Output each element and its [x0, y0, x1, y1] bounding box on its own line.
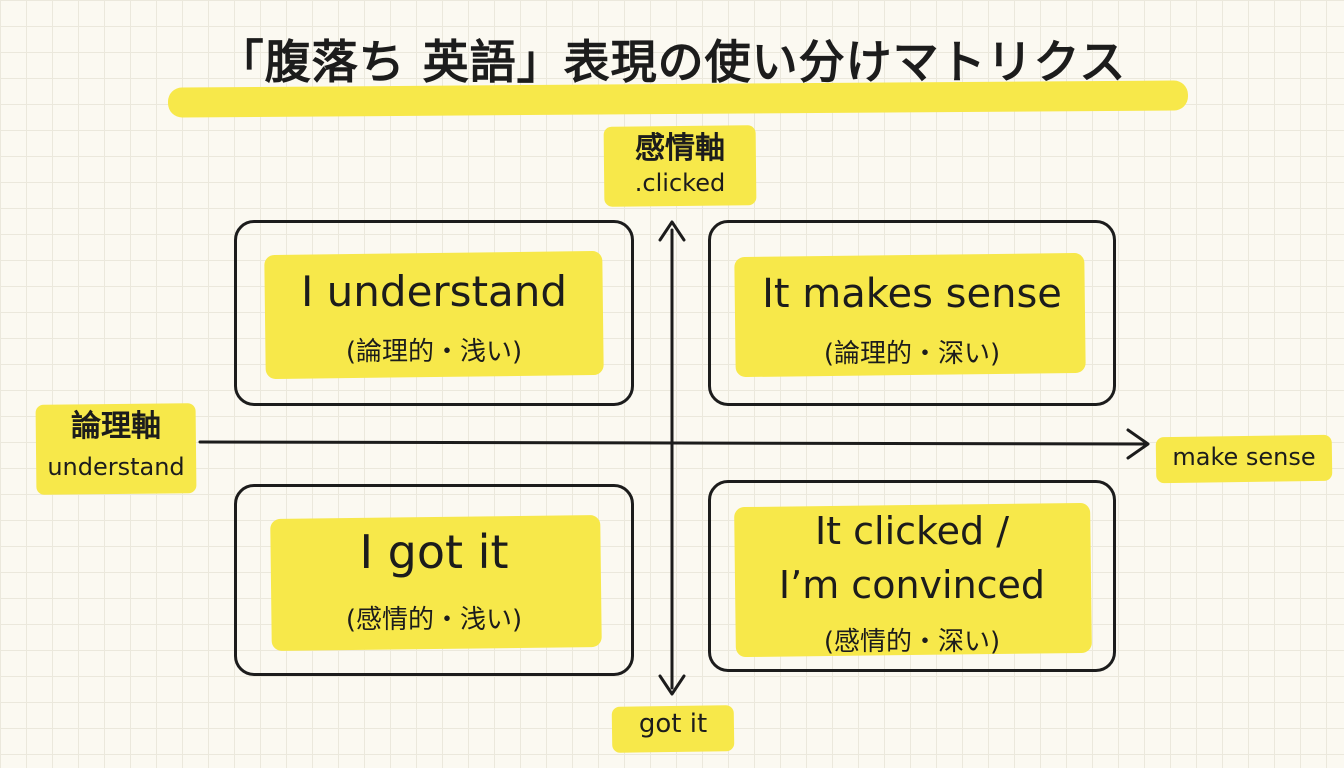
quadrant-note: (感情的・浅い)	[345, 605, 523, 635]
quadrant-note: (論理的・深い)	[823, 339, 1001, 369]
quadrant-top-right: It makes sense (論理的・深い)	[708, 220, 1116, 406]
horizontal-axis-sublabel: understand	[47, 453, 185, 481]
right-end-label: make sense	[1172, 443, 1316, 471]
vertical-axis-sublabel: .clicked	[634, 169, 726, 197]
bottom-end-label: got it	[638, 709, 708, 739]
down-arrowhead	[658, 674, 686, 696]
horizontal-axis-label: 論理軸	[71, 409, 161, 444]
horizontal-axis-line	[198, 440, 1146, 446]
page-title: 「腹落ち 英語」表現の使い分けマトリクス	[217, 35, 1127, 89]
quadrant-note: (論理的・浅い)	[345, 337, 523, 367]
quadrant-bottom-right: It clicked / I’m convinced (感情的・深い)	[708, 480, 1116, 672]
quadrant-phrase-line1: It clicked /	[814, 509, 1010, 553]
vertical-axis-label: 感情軸	[635, 131, 725, 166]
quadrant-note: (感情的・深い)	[823, 627, 1001, 657]
quadrant-phrase-line2: I’m convinced	[778, 563, 1046, 607]
right-arrowhead	[1126, 428, 1150, 460]
quadrant-phrase: I got it	[359, 525, 509, 579]
quadrant-phrase: It makes sense	[762, 271, 1062, 317]
up-arrowhead	[658, 220, 686, 242]
quadrant-phrase: I understand	[300, 267, 568, 316]
quadrant-bottom-left: I got it (感情的・浅い)	[234, 484, 634, 676]
quadrant-top-left: I understand (論理的・浅い)	[234, 220, 634, 406]
